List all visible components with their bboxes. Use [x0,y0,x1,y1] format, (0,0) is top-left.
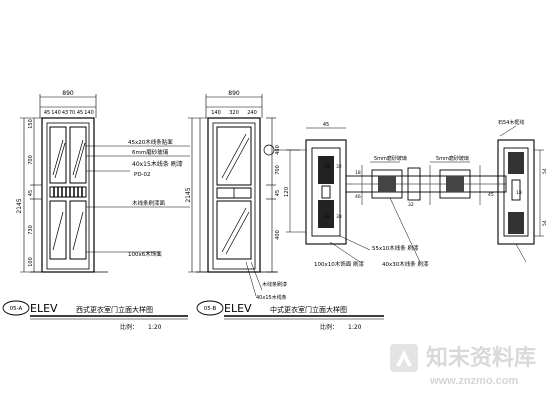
door-1-top-total: 890 [62,90,74,97]
door-2-dimension-text: 890 140 320 240 2145 400 700 45 400 木线条刷… [185,90,287,301]
svg-text:18: 18 [355,170,361,176]
svg-text:120: 120 [284,186,290,197]
svg-text:45: 45 [488,192,494,198]
annotation-trim: 45x20木线条贴面 [128,138,173,146]
svg-text:32: 32 [336,164,342,170]
door-2-height: 2145 [185,187,192,202]
title-2-scale-label: 比例： [320,323,338,331]
watermark-text: 知末资料库 [426,345,536,371]
glass-note-1: 5mm磨砂玻璃 [374,155,407,162]
title-2-elev: ELEV [224,302,252,315]
annotation-paint-2: 木线条刷漆 [262,281,287,288]
svg-text:400: 400 [275,230,281,240]
svg-text:730: 730 [28,225,34,235]
svg-text:70: 70 [69,110,75,116]
svg-text:45: 45 [77,110,83,116]
title-1-elev: ELEV [30,302,58,315]
section-note-1: 55x10木线条 刷漆 [372,244,419,252]
svg-text:240: 240 [247,110,257,116]
watermark: 知末资料库 www.znzmo.com [390,344,536,387]
svg-text:46: 46 [355,194,361,200]
svg-text:140: 140 [211,110,221,116]
svg-text:45: 45 [28,190,34,196]
section-note-3: 40x30木线条 刷漆 [382,260,429,268]
svg-text:43: 43 [62,110,68,116]
watermark-url: www.znzmo.com [429,375,518,387]
svg-text:54: 54 [542,168,548,174]
svg-text:45: 45 [323,122,329,128]
svg-text:54: 54 [542,220,548,226]
svg-text:700: 700 [275,165,281,175]
svg-text:32: 32 [408,202,414,208]
svg-text:100: 100 [28,257,34,267]
door-2-elevation [188,94,300,297]
annotation-code: PD-02 [134,172,151,178]
annotation-moulding-2: 40x15木线条 [256,294,287,301]
section-detail [286,125,544,263]
svg-text:700: 700 [28,155,34,165]
svg-text:18: 18 [516,190,522,196]
annotation-moulding: 40x15木线条 刷漆 [132,160,183,168]
svg-text:140: 140 [84,110,94,116]
svg-text:140: 140 [51,110,61,116]
title-1-scale-label: 比例： [120,323,138,331]
title-2-name: 中式更衣室门立面大样图 [270,305,347,314]
title-1-tag: 05-A [10,306,23,312]
section-text: 45 120 32 32 32 38 18 46 32 45 54 54 18 … [284,119,548,268]
section-note-2: 100x10木饰面 刷漆 [314,260,364,268]
door-1-elevation [20,94,190,273]
door-2-top-total: 890 [228,90,240,97]
title-block-2: 05-B ELEV 中式更衣室门立面大样图 比例： 1:20 [196,300,384,331]
annotation-glass: 6mm磨砂玻璃 [132,148,169,156]
title-2-tag: 05-B [204,306,217,312]
frame-note: 石54木框线 [498,119,524,126]
svg-text:320: 320 [229,110,239,116]
svg-text:45: 45 [44,110,50,116]
annotation-veneer: 100x6木饰面 [128,250,162,258]
title-1-name: 西式更衣室门立面大样图 [76,305,153,314]
svg-text:32: 32 [324,214,330,220]
svg-text:150: 150 [28,119,34,129]
svg-text:38: 38 [336,214,342,220]
svg-text:400: 400 [275,145,281,155]
door-1-height: 2145 [16,198,23,213]
svg-text:45: 45 [275,190,281,196]
svg-text:32: 32 [324,164,330,170]
annotation-paint: 木线条刷漆面 [132,199,166,207]
glass-note-2: 5mm磨砂玻璃 [436,155,469,162]
title-1-scale: 1:20 [148,324,162,331]
door-1-dimension-text: 890 45 140 43 70 45 140 2145 100 730 45 … [16,90,94,267]
watermark-logo [390,344,418,372]
annotations: 45x20木线条贴面 6mm磨砂玻璃 40x15木线条 刷漆 PD-02 木线条… [128,138,183,258]
title-2-scale: 1:20 [348,324,362,331]
title-block-1: 05-A ELEV 西式更衣室门立面大样图 比例： 1:20 [2,300,188,331]
